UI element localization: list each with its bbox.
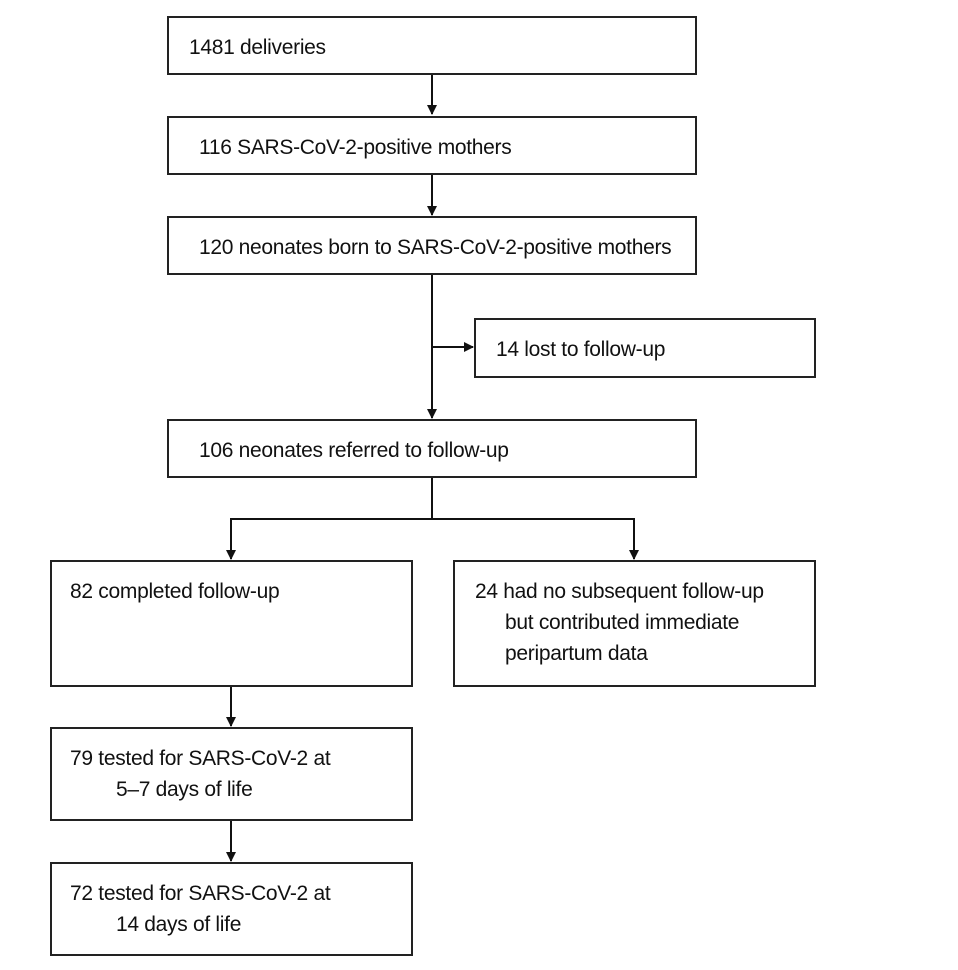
box-neonates-born: 120 neonates born to SARS-CoV-2-positive…	[167, 216, 697, 275]
box-deliveries-text: 1481 deliveries	[189, 36, 326, 59]
box-positive-mothers-text: 116 SARS-CoV-2-positive mothers	[199, 136, 512, 159]
box-completed-follow-up-text: 82 completed follow-up	[70, 580, 280, 603]
box-tested-5-7-line2: 5–7 days of life	[116, 778, 253, 801]
box-tested-14-line2: 14 days of life	[116, 913, 242, 936]
box-no-followup: 24 had no subsequent follow-up but contr…	[453, 560, 816, 687]
box-neonates-born-text: 120 neonates born to SARS-CoV-2-positive…	[199, 236, 672, 259]
box-referred-text: 106 neonates referred to follow-up	[199, 439, 509, 462]
box-no-followup-line2: but contributed immediate	[505, 611, 740, 634]
box-deliveries: 1481 deliveries	[167, 16, 697, 75]
box-lost-follow-up-text: 14 lost to follow-up	[496, 338, 666, 361]
box-completed-follow-up: 82 completed follow-up	[50, 560, 413, 687]
box-no-followup-line3: peripartum data	[505, 642, 648, 665]
box-referred: 106 neonates referred to follow-up	[167, 419, 697, 478]
box-tested-14-line1: 72 tested for SARS-CoV-2 at	[70, 882, 331, 905]
box-tested-5-7-days: 79 tested for SARS-CoV-2 at 5–7 days of …	[50, 727, 413, 821]
box-tested-5-7-line1: 79 tested for SARS-CoV-2 at	[70, 747, 331, 770]
box-lost-follow-up: 14 lost to follow-up	[474, 318, 816, 378]
box-positive-mothers: 116 SARS-CoV-2-positive mothers	[167, 116, 697, 175]
box-tested-14-days: 72 tested for SARS-CoV-2 at 14 days of l…	[50, 862, 413, 956]
box-no-followup-line1: 24 had no subsequent follow-up	[475, 580, 764, 603]
